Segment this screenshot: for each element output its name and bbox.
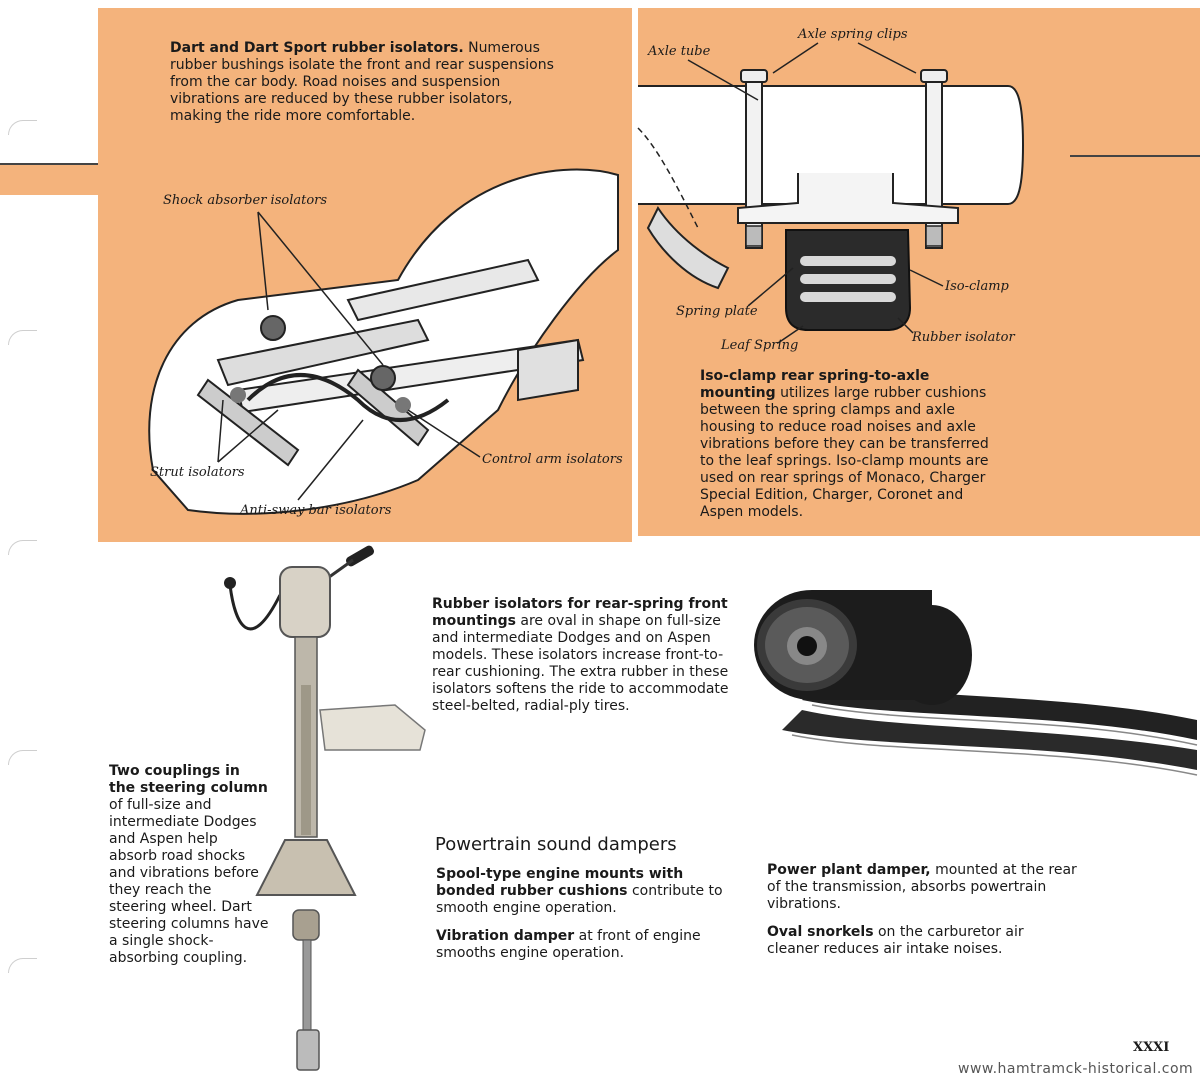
binder-hole (8, 540, 37, 555)
band-rule (0, 163, 98, 165)
binder-hole (8, 330, 37, 345)
power-plant-damper-paragraph: Power plant damper, mounted at the rear … (767, 862, 1077, 912)
oval-snorkels-paragraph: Oval snorkels on the carburetor air clea… (767, 924, 1024, 957)
spool-mount-paragraph: Spool-type engine mounts with bonded rub… (436, 866, 723, 916)
label-iso-clamp: Iso-clamp (945, 279, 1009, 294)
label-axle-tube: Axle tube (648, 44, 711, 59)
page-number: XXXI (1133, 1040, 1170, 1055)
vibration-damper-paragraph: Vibration damper at front of engine smoo… (436, 928, 701, 961)
binder-hole (8, 958, 37, 973)
rear-spring-paragraph: Rubber isolators for rear-spring front m… (432, 596, 729, 714)
band-rule (1070, 155, 1200, 157)
left-orange-band (0, 165, 98, 195)
suspension-illustration (148, 168, 619, 515)
label-axle-spring-clips: Axle spring clips (798, 27, 908, 42)
leaf-spring-photo (754, 590, 1198, 776)
iso-clamp-illustration (637, 42, 1025, 344)
label-leaf-spring: Leaf Spring (721, 338, 799, 353)
binder-hole (8, 120, 37, 135)
binder-hole (8, 750, 37, 765)
label-spring-plate: Spring plate (676, 304, 758, 319)
label-control-arm: Control arm isolators (482, 452, 623, 467)
powertrain-heading: Powertrain sound dampers (435, 834, 677, 855)
steering-column-photo (224, 545, 426, 1071)
steering-column-paragraph: Two couplings in the steering column of … (109, 763, 269, 966)
label-strut: Strut isolators (150, 465, 245, 480)
label-shock-absorber: Shock absorber isolators (163, 193, 328, 208)
dart-isolators-paragraph: Dart and Dart Sport rubber isolators. Nu… (170, 40, 554, 124)
label-anti-sway: Anti-sway bar isolators (240, 503, 392, 518)
iso-clamp-paragraph: Iso-clamp rear spring-to-axle mounting u… (700, 368, 989, 520)
watermark: www.hamtramck-historical.com (958, 1061, 1194, 1077)
label-rubber-isolator: Rubber isolator (912, 330, 1015, 345)
